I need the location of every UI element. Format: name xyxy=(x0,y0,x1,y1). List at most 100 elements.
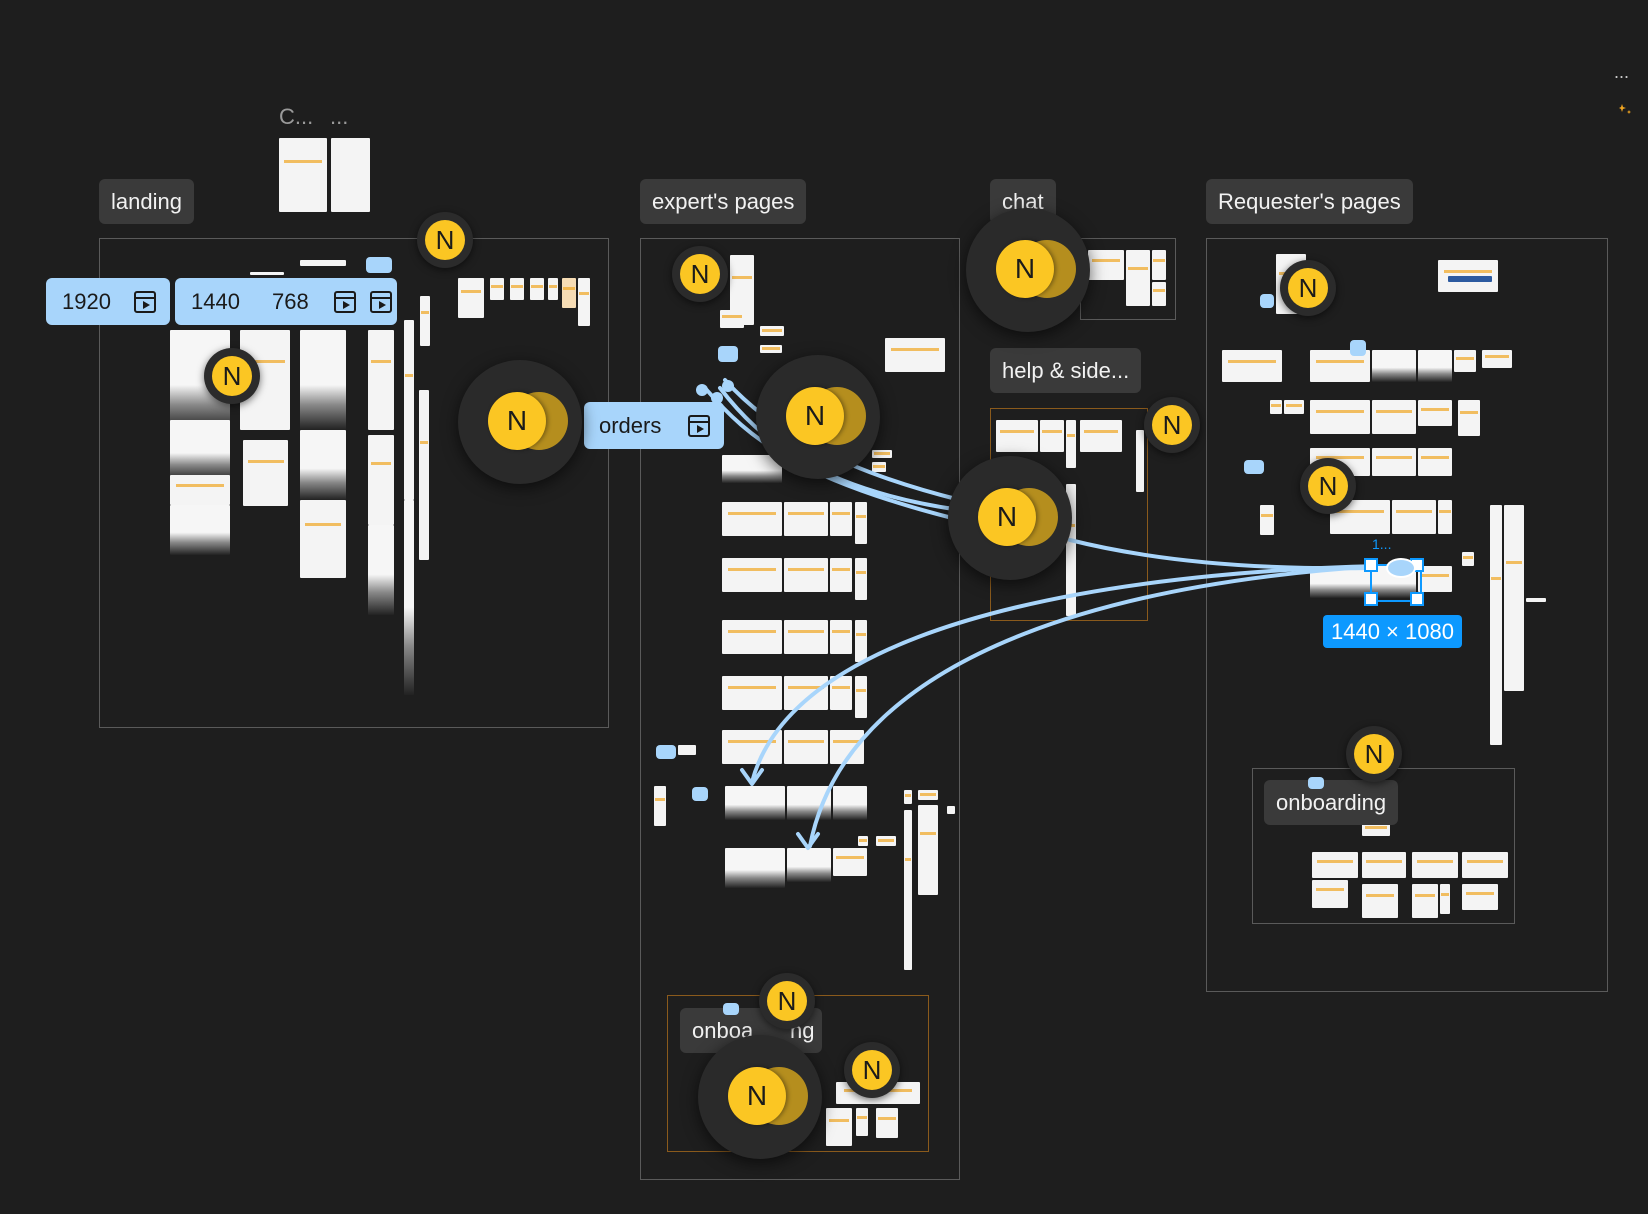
collapsed-frame-label[interactable]: C... xyxy=(279,104,314,129)
frame-thumbnail[interactable] xyxy=(1412,852,1458,878)
prototype-start-marker[interactable] xyxy=(723,1003,739,1015)
frame-thumbnail[interactable] xyxy=(1418,448,1452,476)
collaborator-avatar[interactable]: N xyxy=(204,348,260,404)
frame-thumbnail[interactable] xyxy=(331,138,370,212)
frame-thumbnail[interactable] xyxy=(1222,350,1282,382)
frame-thumbnail[interactable] xyxy=(170,475,230,505)
collaborator-avatar[interactable]: N xyxy=(417,212,473,268)
frame-thumbnail[interactable] xyxy=(170,420,230,480)
frame-thumbnail[interactable] xyxy=(490,278,504,300)
frame-thumbnail[interactable] xyxy=(725,786,785,820)
collaborator-avatar[interactable]: N xyxy=(1300,458,1356,514)
frame-thumbnail[interactable] xyxy=(530,278,544,300)
frame-thumbnail[interactable] xyxy=(300,260,346,266)
frame-thumbnail[interactable] xyxy=(458,278,484,318)
frame-thumbnail[interactable] xyxy=(1152,250,1166,280)
frame-thumbnail[interactable] xyxy=(419,390,429,560)
frame-thumbnail[interactable] xyxy=(855,502,867,544)
frame-thumbnail[interactable] xyxy=(1310,400,1370,434)
frame-thumbnail[interactable] xyxy=(1270,400,1282,414)
frame-thumbnail[interactable] xyxy=(279,138,327,212)
collaborator-group[interactable]: N xyxy=(756,355,880,479)
frame-thumbnail[interactable] xyxy=(250,272,284,275)
frame-thumbnail[interactable] xyxy=(830,558,852,592)
frame-thumbnail[interactable] xyxy=(784,502,828,536)
collaborator-group[interactable]: N xyxy=(966,208,1090,332)
frame-thumbnail[interactable] xyxy=(1362,884,1398,918)
frame-thumbnail[interactable] xyxy=(833,786,867,820)
section-label-landing[interactable]: landing xyxy=(99,179,194,224)
frame-thumbnail[interactable] xyxy=(996,420,1038,452)
prototype-start-marker[interactable] xyxy=(692,787,708,801)
frame-thumbnail[interactable] xyxy=(1462,884,1498,910)
frame-thumbnail[interactable] xyxy=(510,278,524,300)
frame-thumbnail[interactable] xyxy=(918,790,938,800)
frame-thumbnail[interactable] xyxy=(578,278,590,326)
frame-thumbnail[interactable] xyxy=(1040,420,1064,452)
frame-thumbnail[interactable] xyxy=(368,435,394,525)
collaborator-avatar[interactable]: N xyxy=(759,973,815,1029)
section-label-requesters-pages[interactable]: Requester's pages xyxy=(1206,179,1413,224)
frame-thumbnail[interactable] xyxy=(784,676,828,710)
prototype-start-1920[interactable]: 1920 xyxy=(46,278,170,325)
prototype-start-marker[interactable] xyxy=(718,346,738,362)
frame-thumbnail[interactable] xyxy=(368,525,394,615)
collapsed-frame-label-2[interactable]: ... xyxy=(330,104,349,129)
frame-thumbnail[interactable] xyxy=(1310,566,1370,598)
frame-thumbnail[interactable] xyxy=(1372,400,1416,434)
frame-thumbnail[interactable] xyxy=(858,836,868,846)
frame-thumbnail[interactable] xyxy=(1438,500,1452,534)
frame-thumbnail[interactable] xyxy=(856,1108,868,1136)
frame-thumbnail[interactable] xyxy=(855,558,867,600)
collaborator-avatar[interactable]: N xyxy=(1280,260,1336,316)
frame-thumbnail[interactable] xyxy=(300,330,346,430)
frame-thumbnail[interactable] xyxy=(404,500,414,695)
frame-thumbnail[interactable] xyxy=(722,676,782,710)
prototype-start-marker[interactable] xyxy=(1244,460,1264,474)
frame-thumbnail[interactable] xyxy=(1260,505,1274,535)
frame-thumbnail[interactable] xyxy=(548,278,558,300)
frame-thumbnail[interactable] xyxy=(1372,448,1416,476)
frame-thumbnail[interactable] xyxy=(1284,400,1304,414)
frame-thumbnail[interactable] xyxy=(826,1108,852,1146)
frame-thumbnail[interactable] xyxy=(784,620,828,654)
frame-thumbnail[interactable] xyxy=(830,620,852,654)
frame-thumbnail[interactable] xyxy=(1526,598,1546,602)
prototype-play-icon[interactable] xyxy=(688,415,710,437)
frame-thumbnail[interactable] xyxy=(420,296,430,346)
frame-thumbnail[interactable] xyxy=(562,278,576,308)
selection-handle[interactable] xyxy=(1364,558,1378,572)
prototype-start-orders[interactable]: orders xyxy=(584,402,724,449)
frame-thumbnail[interactable] xyxy=(1458,400,1480,436)
prototype-play-icon[interactable] xyxy=(370,291,392,313)
frame-thumbnail[interactable] xyxy=(368,330,394,430)
collaborator-group[interactable]: N xyxy=(698,1035,822,1159)
frame-thumbnail[interactable] xyxy=(833,848,867,876)
frame-thumbnail[interactable] xyxy=(830,676,852,710)
prototype-play-icon[interactable] xyxy=(334,291,356,313)
selection-handle[interactable] xyxy=(1364,592,1378,606)
prototype-start-marker[interactable] xyxy=(1350,340,1366,356)
frame-thumbnail[interactable] xyxy=(876,836,896,846)
frame-thumbnail[interactable] xyxy=(787,786,831,820)
frame-thumbnail[interactable] xyxy=(876,1108,898,1138)
section-label-experts-pages[interactable]: expert's pages xyxy=(640,179,807,224)
frame-thumbnail[interactable] xyxy=(1126,250,1150,306)
frame-thumbnail[interactable] xyxy=(1312,880,1348,908)
frame-thumbnail[interactable] xyxy=(1080,420,1122,452)
frame-thumbnail[interactable] xyxy=(678,745,696,755)
connection-knob[interactable] xyxy=(1386,558,1416,578)
frame-thumbnail[interactable] xyxy=(1490,505,1502,745)
frame-thumbnail[interactable] xyxy=(725,848,785,888)
frame-thumbnail[interactable] xyxy=(872,462,886,472)
frame-thumbnail[interactable] xyxy=(1462,852,1508,878)
frame-thumbnail[interactable] xyxy=(1462,552,1474,566)
collaborator-avatar[interactable]: N xyxy=(844,1042,900,1098)
section-label-onboarding-requester[interactable]: onboarding xyxy=(1264,780,1399,825)
frame-thumbnail[interactable] xyxy=(787,848,831,882)
frame-thumbnail[interactable] xyxy=(830,730,864,764)
frame-thumbnail[interactable] xyxy=(784,558,828,592)
frame-thumbnail[interactable] xyxy=(760,326,784,336)
prototype-start-marker[interactable] xyxy=(1308,777,1324,789)
frame-thumbnail[interactable] xyxy=(243,440,288,506)
